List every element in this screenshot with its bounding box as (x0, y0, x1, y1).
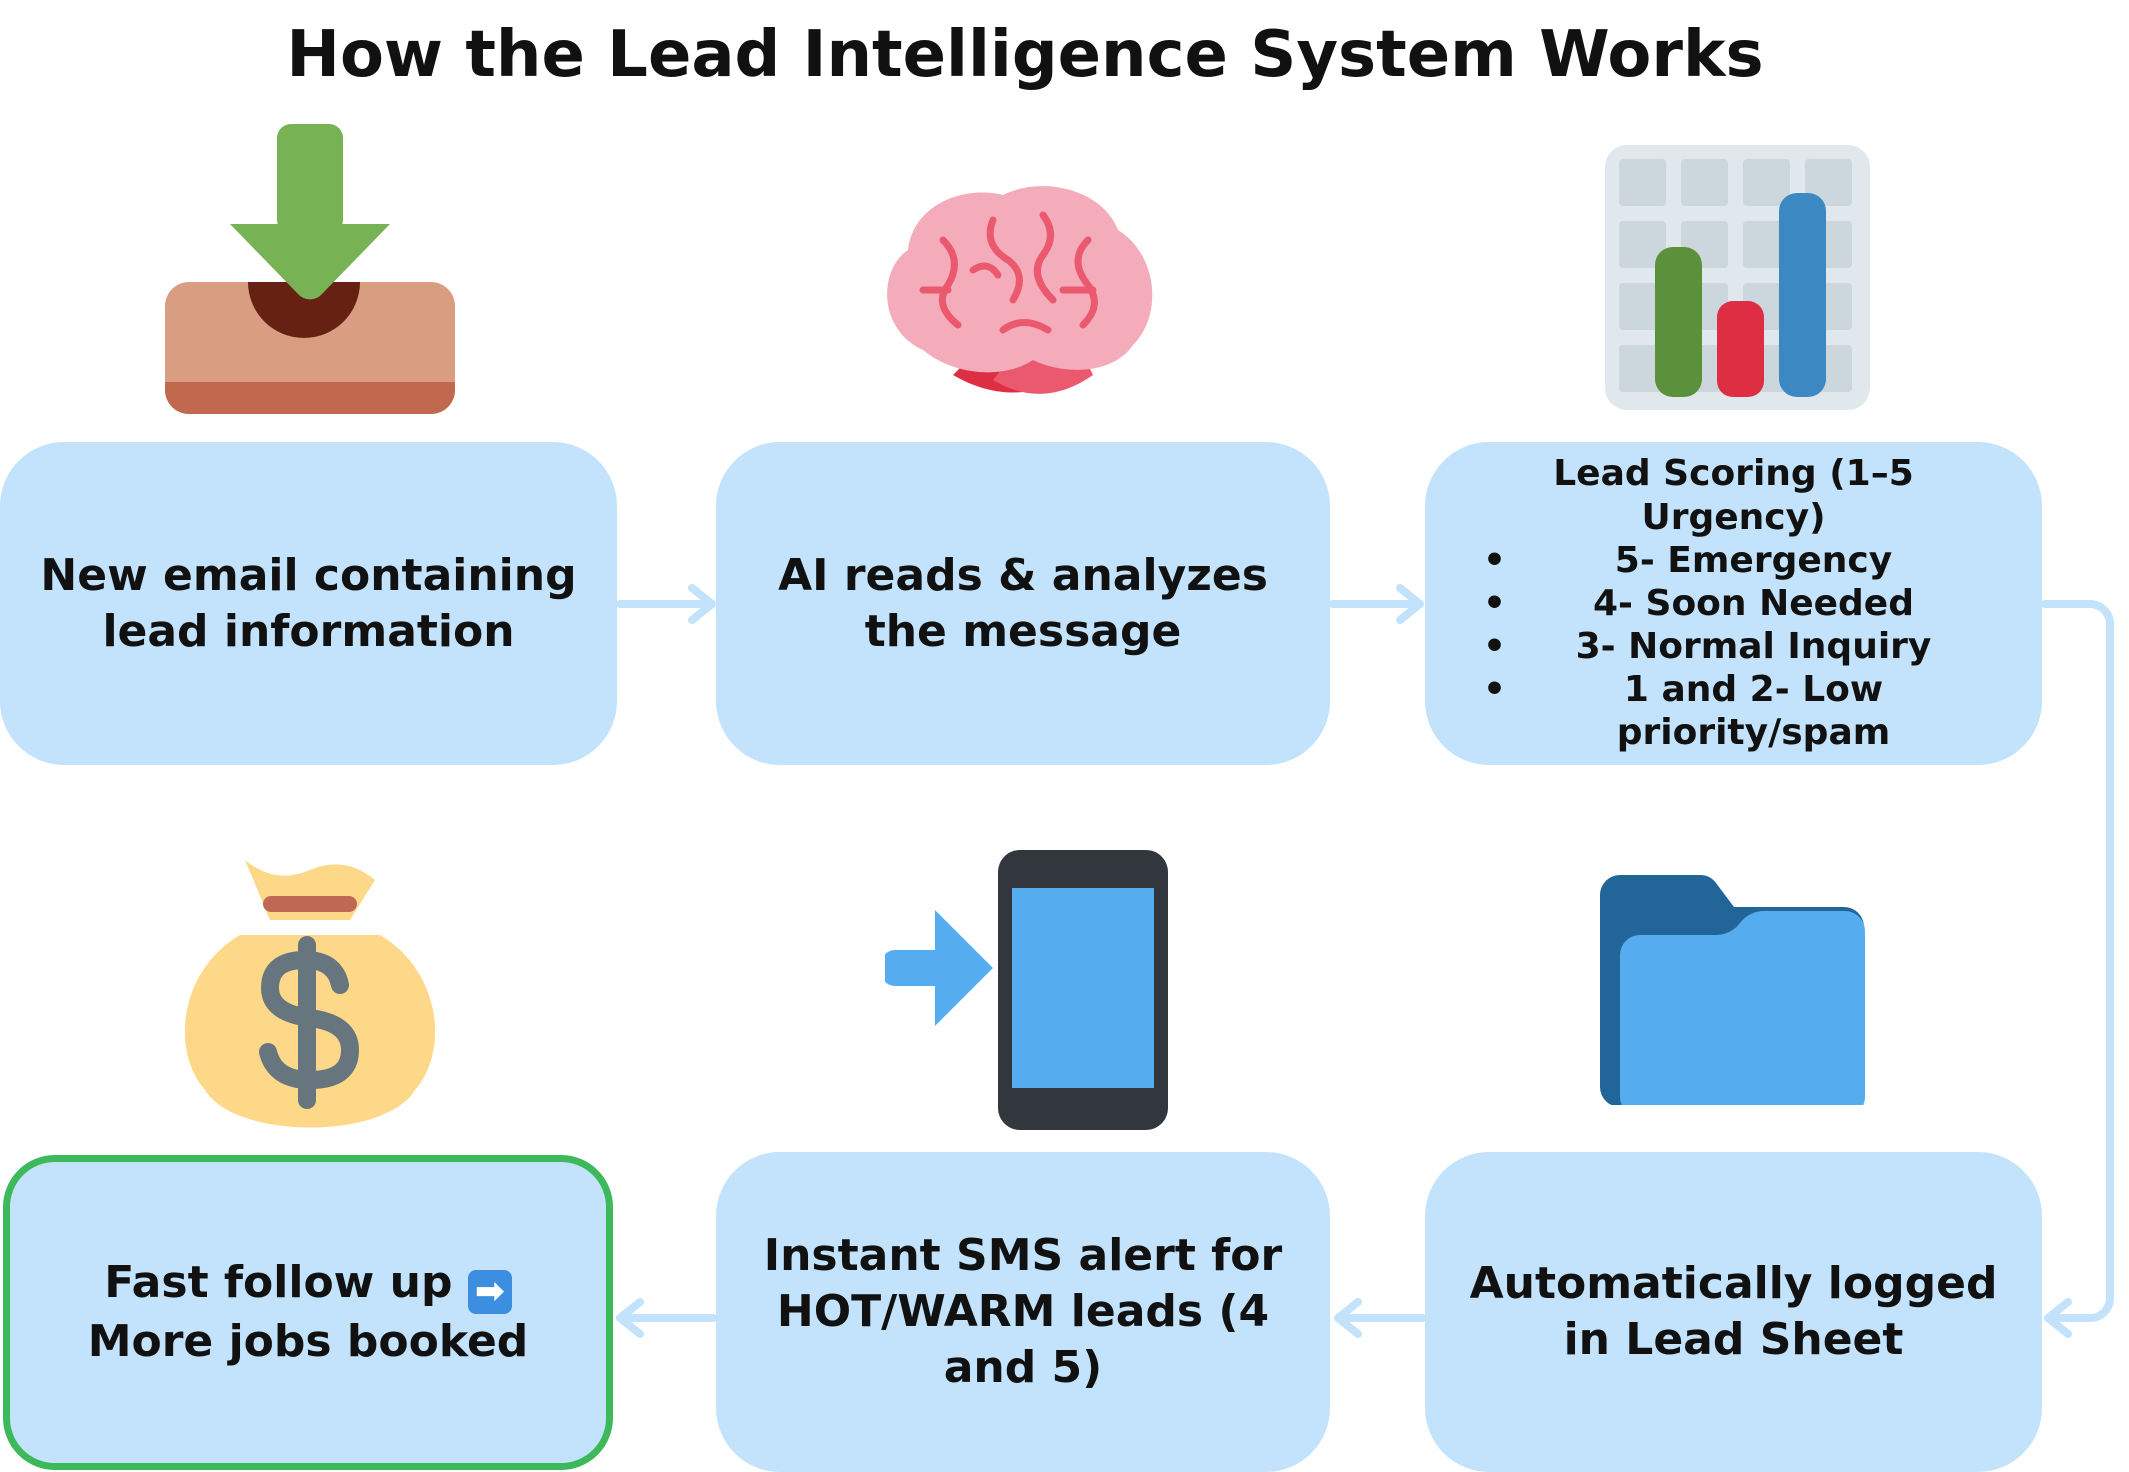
inbox-download-icon (165, 124, 455, 414)
arrow-scoring-to-logged (2041, 600, 2114, 1338)
step-result-text: Fast follow up ➡ More jobs booked (50, 1255, 566, 1370)
step-sms-alert: Instant SMS alert for HOT/WARM leads (4 … (716, 1152, 1330, 1472)
brain-icon (887, 186, 1153, 394)
result-text-before: Fast follow up (104, 1257, 453, 1309)
step-new-email: New email containing lead information (0, 442, 617, 765)
lead-scoring-item: 1 and 2- Low priority/spam (1455, 668, 2012, 754)
step-ai-analysis: AI reads & analyzes the message (716, 442, 1330, 765)
right-arrow-icon: ➡ (467, 1270, 512, 1315)
lead-scoring-item: 4- Soon Needed (1455, 582, 2012, 625)
step-logged-text: Automatically logged in Lead Sheet (1469, 1258, 1998, 1365)
step-sms-alert-text: Instant SMS alert for HOT/WARM leads (4 … (763, 1230, 1283, 1393)
folder-icon (1600, 875, 1865, 1105)
money-bag-icon (185, 860, 435, 1128)
arrow-logged-to-sms (1334, 1298, 1426, 1338)
step-new-email-text: New email containing lead information (40, 549, 577, 657)
step-result-highlight: Fast follow up ➡ More jobs booked (3, 1155, 613, 1470)
lead-scoring-item: 5- Emergency (1455, 539, 2012, 582)
arrow-email-to-ai (616, 584, 716, 624)
bar-chart-icon (1605, 145, 1870, 410)
step-ai-analysis-text: AI reads & analyzes the message (778, 549, 1268, 657)
lead-scoring-item: 3- Normal Inquiry (1455, 625, 2012, 668)
result-text-after: More jobs booked (87, 1316, 529, 1368)
lead-scoring-title: Lead Scoring (1–5 Urgency) (1553, 453, 1914, 538)
arrow-ai-to-scoring (1329, 584, 1424, 624)
diagram-title: How the Lead Intelligence System Works (286, 18, 1764, 92)
mobile-arrow-icon (885, 850, 1168, 1130)
arrow-sms-to-result (616, 1298, 717, 1338)
step-lead-scoring: Lead Scoring (1–5 Urgency) 5- Emergency … (1425, 442, 2042, 765)
step-logged-lead-sheet: Automatically logged in Lead Sheet (1425, 1152, 2042, 1472)
lead-scoring-list: 5- Emergency 4- Soon Needed 3- Normal In… (1455, 539, 2012, 755)
